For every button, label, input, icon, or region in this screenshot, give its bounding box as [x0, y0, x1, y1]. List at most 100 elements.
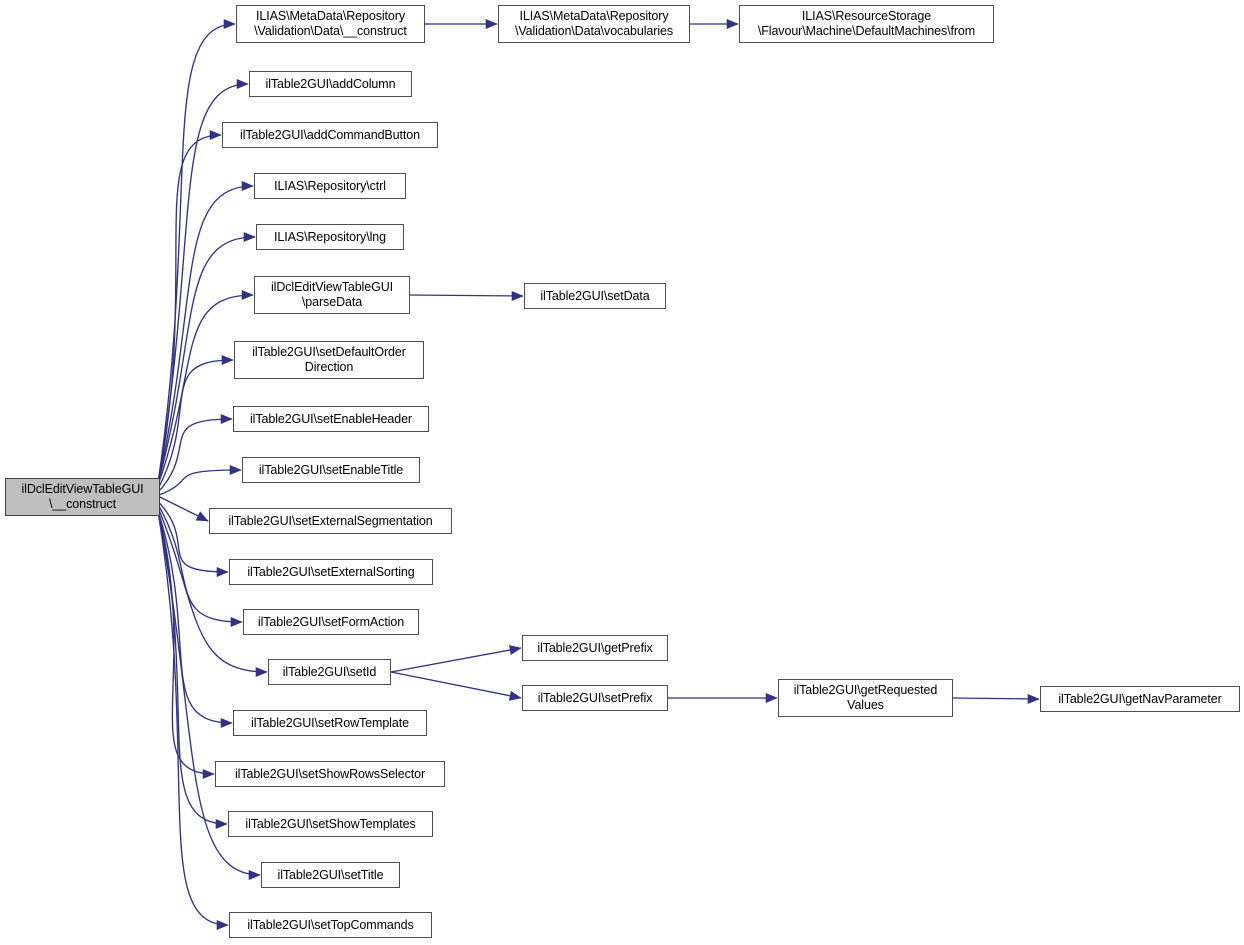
- graph-node-lng[interactable]: ILIAS\Repository\lng: [256, 224, 404, 250]
- graph-edge-line: [409, 294, 524, 297]
- arrow-head-icon: [236, 78, 249, 90]
- graph-node-label: ilDclEditViewTableGUI \__construct: [21, 482, 144, 511]
- graph-edge-line: [157, 469, 242, 497]
- graph-node-label: ILIAS\ResourceStorage \Flavour\Machine\D…: [757, 9, 976, 38]
- graph-node-label: ILIAS\MetaData\Repository \Validation\Da…: [254, 9, 407, 38]
- graph-node-setExternalSegmentation[interactable]: ilTable2GUI\setExternalSegmentation: [209, 508, 452, 534]
- arrow-head-icon: [508, 645, 522, 656]
- arrow-head-icon: [485, 18, 498, 30]
- graph-edge-line: [390, 647, 522, 673]
- graph-edge-mdconstruct-to-vocabularies: [425, 18, 498, 30]
- graph-node-label: ilTable2GUI\setShowTemplates: [245, 816, 416, 831]
- graph-node-setExternalSorting[interactable]: ilTable2GUI\setExternalSorting: [229, 559, 433, 585]
- graph-edge-line: [157, 359, 234, 490]
- graph-node-addCommandButton[interactable]: ilTable2GUI\addCommandButton: [222, 122, 438, 148]
- graph-node-label: ilTable2GUI\setEnableHeader: [250, 411, 412, 426]
- graph-node-label: ilTable2GUI\setPrefix: [537, 690, 653, 705]
- graph-node-getPrefix[interactable]: ilTable2GUI\getPrefix: [522, 635, 668, 661]
- arrow-head-icon: [1027, 693, 1040, 705]
- graph-node-label: ilTable2GUI\setExternalSorting: [247, 564, 415, 579]
- graph-node-setDefaultOrderDirection[interactable]: ilTable2GUI\setDefaultOrder Direction: [234, 341, 424, 379]
- graph-node-label: ILIAS\Repository\ctrl: [274, 178, 386, 193]
- arrow-head-icon: [248, 869, 261, 881]
- arrow-head-icon: [229, 464, 242, 476]
- graph-node-label: ILIAS\Repository\lng: [274, 229, 386, 244]
- graph-node-setRowTemplate[interactable]: ilTable2GUI\setRowTemplate: [233, 710, 427, 736]
- graph-node-label: ilDclEditViewTableGUI \parseData: [270, 280, 394, 309]
- graph-edge-root-to-setEnableTitle: [157, 464, 242, 497]
- graph-edge-line: [157, 510, 229, 926]
- graph-node-label: ilTable2GUI\setExternalSegmentation: [228, 513, 433, 528]
- graph-node-setShowTemplates[interactable]: ilTable2GUI\setShowTemplates: [228, 811, 433, 837]
- arrow-head-icon: [209, 129, 222, 141]
- graph-edge-line: [157, 510, 233, 724]
- arrow-head-icon: [215, 818, 228, 830]
- graph-node-label: ilTable2GUI\setDefaultOrder Direction: [252, 345, 406, 374]
- arrow-head-icon: [241, 289, 254, 301]
- graph-edge-line: [157, 510, 215, 775]
- graph-edge-root-to-ctrl: [157, 180, 254, 484]
- arrow-head-icon: [195, 511, 209, 522]
- graph-edge-line: [157, 294, 254, 486]
- graph-edge-root-to-setExternalSegmentation: [159, 496, 209, 522]
- graph-node-parseData[interactable]: ilDclEditViewTableGUI \parseData: [254, 276, 410, 314]
- graph-node-setShowRowsSelector[interactable]: ilTable2GUI\setShowRowsSelector: [215, 761, 445, 787]
- arrow-head-icon: [511, 290, 524, 302]
- graph-edge-line: [157, 185, 254, 484]
- arrow-head-icon: [202, 768, 215, 780]
- graph-edge-setId-to-getPrefix: [390, 645, 522, 673]
- arrow-head-icon: [255, 666, 268, 678]
- graph-node-label: ilTable2GUI\getNavParameter: [1058, 691, 1222, 706]
- graph-node-mdconstruct[interactable]: ILIAS\MetaData\Repository \Validation\Da…: [236, 5, 425, 43]
- graph-node-label: ILIAS\MetaData\Repository \Validation\Da…: [514, 9, 674, 38]
- graph-node-setPrefix[interactable]: ilTable2GUI\setPrefix: [522, 685, 668, 711]
- graph-edge-root-to-addCommandButton: [157, 129, 222, 484]
- graph-node-label: ilTable2GUI\setEnableTitle: [258, 462, 404, 477]
- graph-node-label: ilTable2GUI\addCommandButton: [240, 127, 420, 142]
- graph-edge-root-to-setShowRowsSelector: [157, 510, 215, 780]
- graph-node-label: ilTable2GUI\setData: [540, 288, 650, 303]
- graph-edge-root-to-parseData: [157, 289, 254, 486]
- graph-edge-parseData-to-setData: [409, 290, 524, 302]
- graph-node-label: ilTable2GUI\getRequested Values: [793, 683, 938, 712]
- graph-node-setId[interactable]: ilTable2GUI\setId: [268, 659, 391, 685]
- graph-node-label: ilTable2GUI\setShowRowsSelector: [234, 766, 426, 781]
- graph-edge-line: [157, 134, 222, 484]
- arrow-head-icon: [221, 354, 234, 366]
- graph-edge-root-to-setRowTemplate: [157, 510, 233, 729]
- graph-node-setTopCommands[interactable]: ilTable2GUI\setTopCommands: [229, 912, 432, 938]
- graph-edge-getRequestedValues-to-getNavParameter: [952, 693, 1040, 705]
- arrow-head-icon: [726, 18, 739, 30]
- graph-edge-setId-to-setPrefix: [390, 671, 522, 701]
- graph-node-setEnableHeader[interactable]: ilTable2GUI\setEnableHeader: [233, 406, 429, 432]
- arrow-head-icon: [216, 919, 229, 931]
- graph-node-setFormAction[interactable]: ilTable2GUI\setFormAction: [243, 609, 419, 635]
- graph-node-root[interactable]: ilDclEditViewTableGUI \__construct: [5, 478, 160, 516]
- graph-node-addColumn[interactable]: ilTable2GUI\addColumn: [249, 71, 412, 97]
- graph-edge-line: [390, 671, 522, 699]
- graph-node-setTitle[interactable]: ilTable2GUI\setTitle: [261, 862, 400, 888]
- arrow-head-icon: [220, 717, 233, 729]
- graph-node-defaultmachines[interactable]: ILIAS\ResourceStorage \Flavour\Machine\D…: [739, 5, 994, 43]
- graph-node-label: ilTable2GUI\setTopCommands: [247, 917, 414, 932]
- graph-edge-line: [157, 23, 236, 484]
- graph-node-label: ilTable2GUI\setTitle: [277, 867, 384, 882]
- graph-node-vocabularies[interactable]: ILIAS\MetaData\Repository \Validation\Da…: [498, 5, 690, 43]
- graph-node-setData[interactable]: ilTable2GUI\setData: [524, 283, 666, 309]
- graph-edge-vocabularies-to-defaultmachines: [690, 18, 739, 30]
- graph-node-label: ilTable2GUI\getPrefix: [537, 640, 653, 655]
- arrow-head-icon: [508, 690, 522, 701]
- graph-edge-line: [159, 496, 209, 522]
- graph-node-ctrl[interactable]: ILIAS\Repository\ctrl: [254, 173, 406, 199]
- arrow-head-icon: [243, 231, 256, 243]
- arrow-head-icon: [223, 18, 236, 30]
- arrow-head-icon: [241, 180, 254, 192]
- graph-edge-line: [157, 418, 233, 493]
- graph-node-label: ilTable2GUI\setId: [282, 664, 377, 679]
- graph-edge-line: [952, 697, 1040, 700]
- graph-node-getNavParameter[interactable]: ilTable2GUI\getNavParameter: [1040, 686, 1240, 712]
- graph-node-setEnableTitle[interactable]: ilTable2GUI\setEnableTitle: [242, 457, 420, 483]
- graph-node-getRequestedValues[interactable]: ilTable2GUI\getRequested Values: [778, 679, 953, 717]
- arrow-head-icon: [230, 616, 243, 628]
